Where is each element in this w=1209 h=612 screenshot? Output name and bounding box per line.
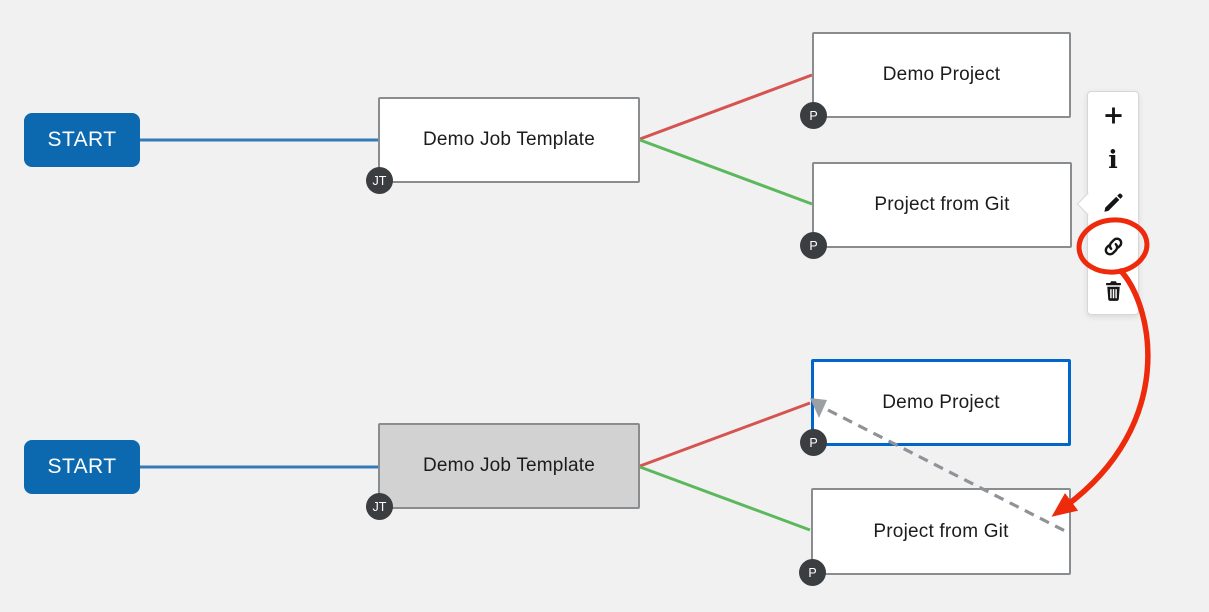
edge-jobtemplate-to-projectgit-top (639, 138, 813, 206)
node-label: Demo Project (882, 64, 1001, 85)
node-demo-project-top[interactable]: Demo Project P (800, 32, 1071, 129)
node-details-button[interactable]: i (1093, 139, 1133, 179)
job-template-badge: JT (366, 167, 393, 194)
edge-jobtemplate-to-demoproject-bottom (639, 401, 811, 468)
node-label: Project from Git (873, 520, 1009, 542)
node-label: Demo Project (882, 391, 1000, 413)
edit-node-button[interactable] (1093, 183, 1133, 223)
node-label: Project from Git (874, 194, 1010, 215)
node-label: Demo Job Template (422, 455, 596, 476)
trash-icon (1105, 280, 1121, 301)
link-node-button[interactable] (1093, 227, 1133, 267)
node-demo-job-template-top[interactable]: Demo Job Template JT (366, 97, 640, 194)
plus-icon (1104, 107, 1122, 124)
edge-jobtemplate-to-projectgit-bottom (639, 465, 811, 532)
project-badge: P (800, 232, 827, 259)
start-node-top[interactable]: START (24, 113, 140, 167)
project-badge: P (799, 559, 826, 586)
node-project-from-git-top[interactable]: Project from Git P (800, 162, 1072, 259)
project-badge: P (800, 102, 827, 129)
job-template-badge: JT (366, 493, 393, 520)
node-label: Demo Job Template (422, 129, 596, 150)
add-node-button[interactable] (1093, 96, 1133, 136)
node-demo-project-bottom[interactable]: Demo Project P (800, 359, 1071, 456)
info-icon: i (1108, 144, 1118, 174)
start-node-bottom[interactable]: START (24, 440, 140, 494)
project-badge: P (800, 429, 827, 456)
node-demo-job-template-bottom[interactable]: Demo Job Template JT (366, 423, 640, 520)
delete-node-button[interactable] (1093, 270, 1133, 310)
pencil-icon (1103, 194, 1123, 213)
edge-jobtemplate-to-demoproject-top (639, 73, 813, 141)
link-icon (1104, 237, 1122, 256)
node-project-from-git-bottom[interactable]: Project from Git P (799, 488, 1071, 586)
node-action-toolbar: i (1076, 91, 1139, 315)
